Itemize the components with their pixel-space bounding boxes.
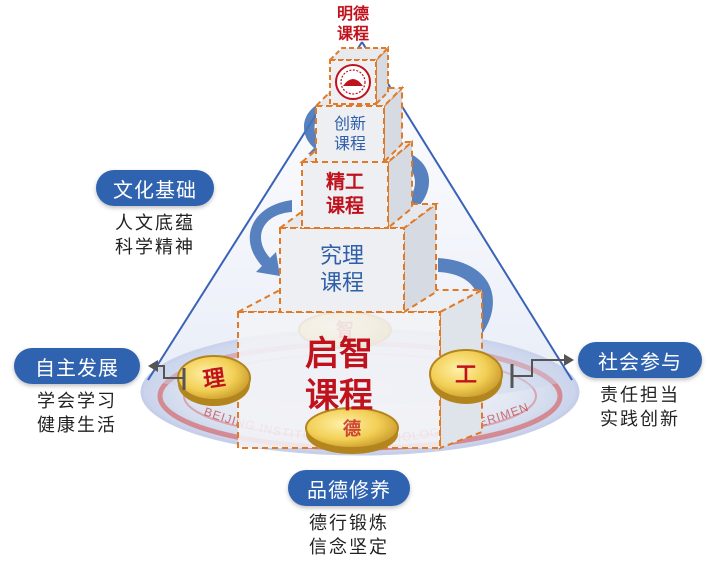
svg-text:工: 工 <box>455 363 477 388</box>
school-emblem-icon <box>335 64 371 100</box>
svg-text:理: 理 <box>202 366 227 394</box>
coin-right: 工 <box>429 349 503 404</box>
connector-left <box>148 360 186 390</box>
tier-top-box <box>327 45 391 107</box>
tier-base-label: 启智 课程 <box>305 333 373 417</box>
pill-social-participation: 社会参与 <box>578 342 702 378</box>
svg-text:德: 德 <box>343 418 361 440</box>
coin-left: 理 <box>177 355 251 406</box>
moral-character-desc: 德行锻炼 信念坚定 <box>309 513 389 558</box>
coin-front: 德 <box>305 407 399 454</box>
pill-self-development: 自主发展 <box>14 348 140 384</box>
pill-moral-character: 品德修养 <box>288 470 410 506</box>
social-participation-desc: 责任担当 实践创新 <box>600 385 680 430</box>
tier-3-label: 究理 课程 <box>319 243 364 297</box>
culture-desc: 人文底蕴 科学精神 <box>115 213 195 258</box>
tier-2-label: 精工 课程 <box>325 171 364 217</box>
connector-right <box>510 354 574 388</box>
tier-top-label: 明德 课程 <box>336 4 369 43</box>
self-development-desc: 学会学习 健康生活 <box>37 391 117 436</box>
pill-culture: 文化基础 <box>96 170 214 206</box>
tier-1-label: 创新 课程 <box>333 114 366 153</box>
